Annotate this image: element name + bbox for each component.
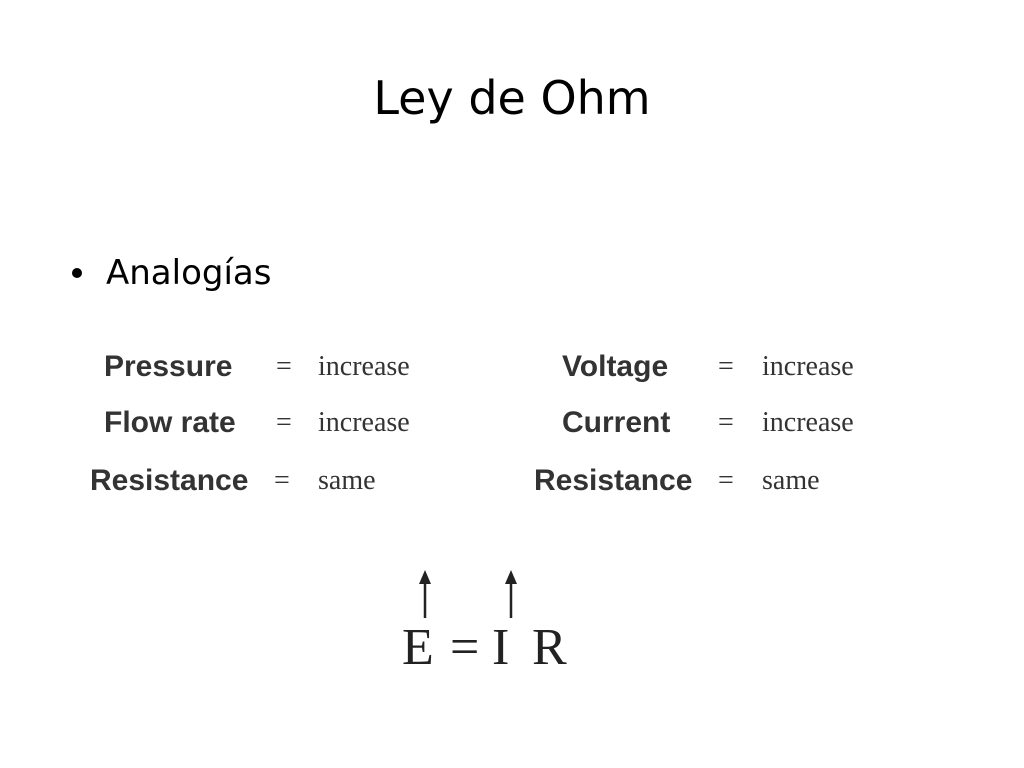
term-resistance: Resistance bbox=[534, 464, 693, 497]
equals-sign: = bbox=[718, 465, 734, 496]
equals-sign: = bbox=[718, 407, 734, 438]
value-voltage: increase bbox=[762, 351, 854, 382]
bullet-dot-icon bbox=[72, 268, 82, 278]
value-pressure: increase bbox=[318, 351, 410, 382]
term-resistance: Resistance bbox=[90, 464, 249, 497]
formula-e: E bbox=[402, 619, 434, 676]
up-arrow-icon bbox=[419, 570, 431, 618]
formula-equals: = bbox=[450, 619, 480, 676]
equals-sign: = bbox=[276, 407, 292, 438]
value-resistance: same bbox=[318, 465, 376, 496]
term-pressure: Pressure bbox=[104, 350, 233, 383]
equals-sign: = bbox=[718, 351, 734, 382]
equals-sign: = bbox=[274, 465, 290, 496]
equals-sign: = bbox=[276, 351, 292, 382]
value-flow-rate: increase bbox=[318, 407, 410, 438]
value-resistance: same bbox=[762, 465, 820, 496]
term-flow-rate: Flow rate bbox=[104, 406, 236, 439]
formula-r: R bbox=[532, 619, 567, 676]
term-current: Current bbox=[562, 406, 671, 439]
bullet-item: Analogías bbox=[72, 248, 271, 298]
formula-i: I bbox=[492, 619, 510, 676]
up-arrow-icon bbox=[505, 570, 517, 618]
slide-title: Ley de Ohm bbox=[373, 71, 651, 125]
bullet-text: Analogías bbox=[106, 253, 272, 293]
term-voltage: Voltage bbox=[562, 350, 669, 383]
value-current: increase bbox=[762, 407, 854, 438]
